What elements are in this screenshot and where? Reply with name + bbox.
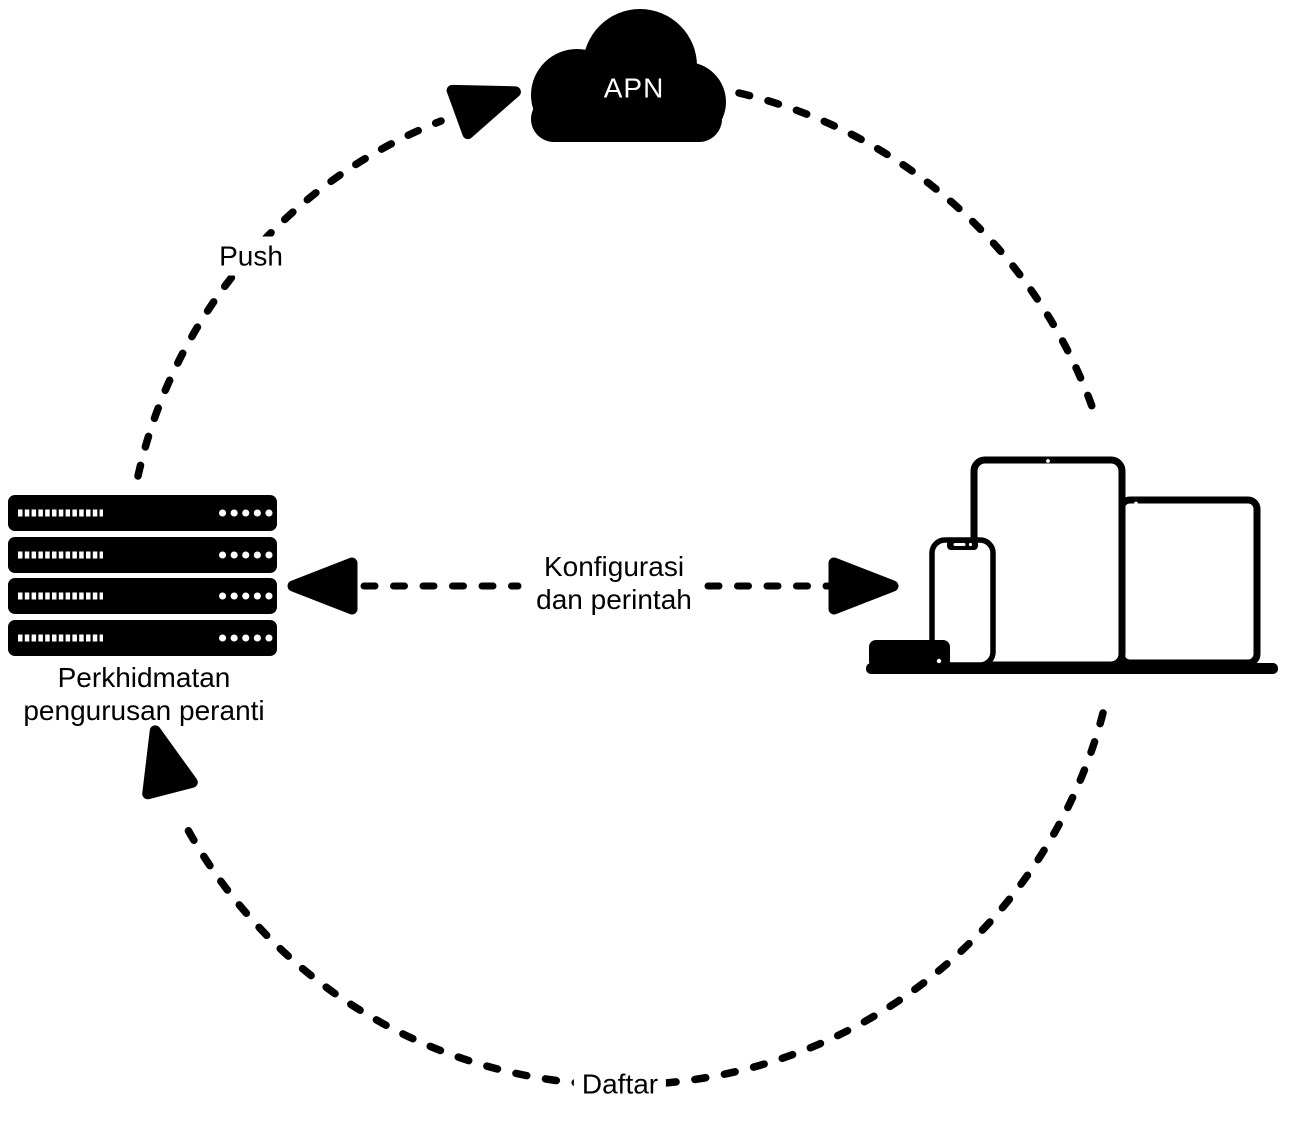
config-label-line1: Konfigurasi <box>543 551 685 582</box>
iphone-icon <box>929 537 996 668</box>
apn-cloud-label: APN <box>603 72 665 104</box>
arc-server-to-cloud <box>134 117 445 480</box>
devices-icon <box>866 456 1278 674</box>
config-label-line2: dan perintah <box>536 584 692 615</box>
macbook-camera-dot <box>1134 501 1138 506</box>
apple-tv-led <box>936 658 942 664</box>
server-label-line2: pengurusan peranti <box>23 695 265 726</box>
arrowhead-to-cloud <box>446 84 521 140</box>
push-label: Push <box>211 236 291 276</box>
arc-cloud-to-devices <box>735 89 1098 416</box>
server-rack-icon <box>8 495 277 656</box>
arrowhead-to-server <box>142 725 198 800</box>
arc-devices-to-server <box>177 709 1107 1089</box>
apple-tv-icon <box>869 640 950 668</box>
arrowhead-config-left <box>287 557 358 615</box>
config-label: Konfigurasi dan perintah <box>530 550 698 616</box>
macbook-icon <box>1117 496 1261 667</box>
device-baseline <box>866 663 1278 674</box>
server-label: Perkhidmatan pengurusan peranti <box>17 661 270 727</box>
server-label-line1: Perkhidmatan <box>57 662 231 693</box>
arrowheads <box>142 84 899 800</box>
register-label: Daftar <box>573 1064 667 1104</box>
cloud-icon <box>531 9 726 142</box>
ipad-icon <box>970 456 1126 669</box>
ipad-camera-dot <box>1046 459 1050 463</box>
arrowhead-config-right <box>828 557 899 615</box>
